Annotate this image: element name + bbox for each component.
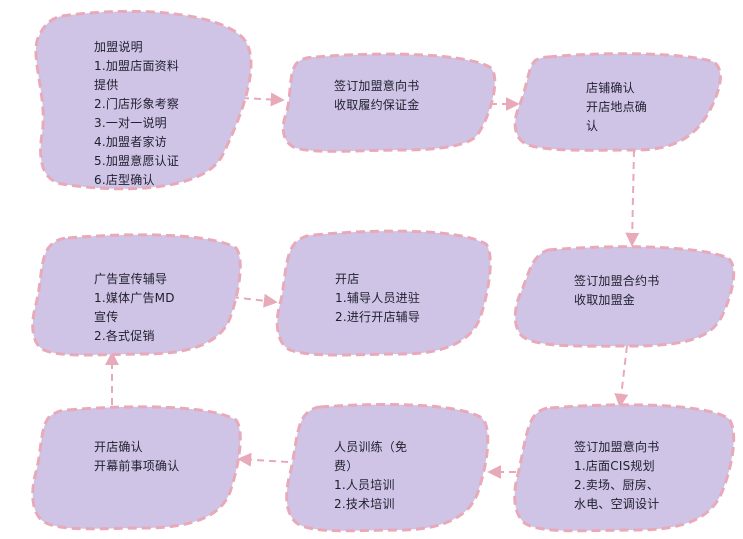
- node-franchise-explanation: 加盟说明 1.加盟店面资料 提供 2.门店形象考察 3.一对一说明 4.加盟者家…: [94, 38, 179, 190]
- node-shape-sign-intention-design[interactable]: [513, 403, 736, 533]
- node-shape-opening[interactable]: [275, 229, 492, 357]
- node-line: 3.一对一说明: [94, 116, 167, 130]
- node-line: 费）: [334, 459, 359, 473]
- arrow-store-confirm-to-contract: [625, 149, 640, 247]
- node-line: 宣传: [94, 310, 119, 324]
- node-line: 2.门店形象考察: [94, 97, 180, 111]
- node-sign-contract: 签订加盟合约书 收取加盟金: [574, 272, 659, 310]
- node-title: 加盟说明: [94, 40, 143, 54]
- node-shape-opening-confirm[interactable]: [31, 405, 242, 531]
- node-line: 1.加盟店面资料: [94, 59, 180, 73]
- node-line: 开店地点确: [586, 100, 648, 114]
- node-line: 6.店型确认: [94, 173, 155, 187]
- node-title: 开店确认: [94, 440, 143, 454]
- node-line: 收取加盟金: [574, 293, 636, 307]
- node-title: 签订加盟意向书: [334, 79, 420, 93]
- node-title: 签订加盟意向书: [574, 440, 660, 454]
- node-line: 5.加盟意愿认证: [94, 154, 180, 168]
- node-title: 签订加盟合约书: [574, 274, 660, 288]
- node-line: 1.辅导人员进驻: [335, 291, 421, 305]
- node-line: 开幕前事项确认: [94, 459, 180, 473]
- node-line: 1.人员培训: [334, 478, 395, 492]
- node-line: 2.技术培训: [334, 497, 395, 511]
- node-line: 认: [586, 119, 599, 133]
- node-title: 人员训练（免: [334, 440, 408, 454]
- node-shape-franchise-explanation[interactable]: [34, 9, 253, 191]
- node-advertising: 广告宣传辅导 1.媒体广告MD 宣传 2.各式促销: [94, 270, 175, 346]
- node-shape-store-confirm[interactable]: [513, 52, 722, 152]
- arrow-training-to-opening-confirm: [237, 452, 289, 467]
- node-sign-intention-design: 签订加盟意向书 1.店面CIS规划 2.卖场、厨房、 水电、空调设计: [574, 438, 659, 514]
- node-store-confirm: 店铺确认 开店地点确 认: [586, 79, 647, 136]
- node-title: 开店: [335, 272, 360, 286]
- node-line: 收取履约保证金: [334, 98, 420, 112]
- node-shape-advertising[interactable]: [31, 233, 242, 357]
- node-shape-sign-contract[interactable]: [513, 245, 736, 348]
- node-line: 水电、空调设计: [574, 497, 660, 511]
- arrow-advertising-to-opening: [231, 293, 278, 308]
- arrow-contract-to-design: [614, 345, 629, 408]
- node-line: 4.加盟者家访: [94, 135, 167, 149]
- node-opening: 开店 1.辅导人员进驻 2.进行开店辅导: [335, 270, 420, 327]
- node-line: 1.店面CIS规划: [574, 459, 655, 473]
- node-opening-confirm: 开店确认 开幕前事项确认: [94, 438, 179, 476]
- node-staff-training: 人员训练（免 费） 1.人员培训 2.技术培训: [334, 438, 407, 514]
- node-title: 广告宣传辅导: [94, 272, 168, 286]
- nodes: [31, 9, 736, 533]
- node-line: 1.媒体广告MD: [94, 291, 175, 305]
- node-title: 店铺确认: [586, 81, 635, 95]
- node-line: 2.进行开店辅导: [335, 310, 421, 324]
- connectors: [105, 92, 640, 479]
- node-line: 2.各式促销: [94, 329, 155, 343]
- node-sign-intention: 签订加盟意向书 收取履约保证金: [334, 77, 419, 115]
- node-line: 2.卖场、厨房、: [574, 478, 660, 492]
- node-shape-staff-training[interactable]: [285, 403, 490, 533]
- node-shape-sign-intention[interactable]: [281, 52, 497, 153]
- arrow-explanation-to-intention: [241, 92, 285, 107]
- node-line: 提供: [94, 78, 119, 92]
